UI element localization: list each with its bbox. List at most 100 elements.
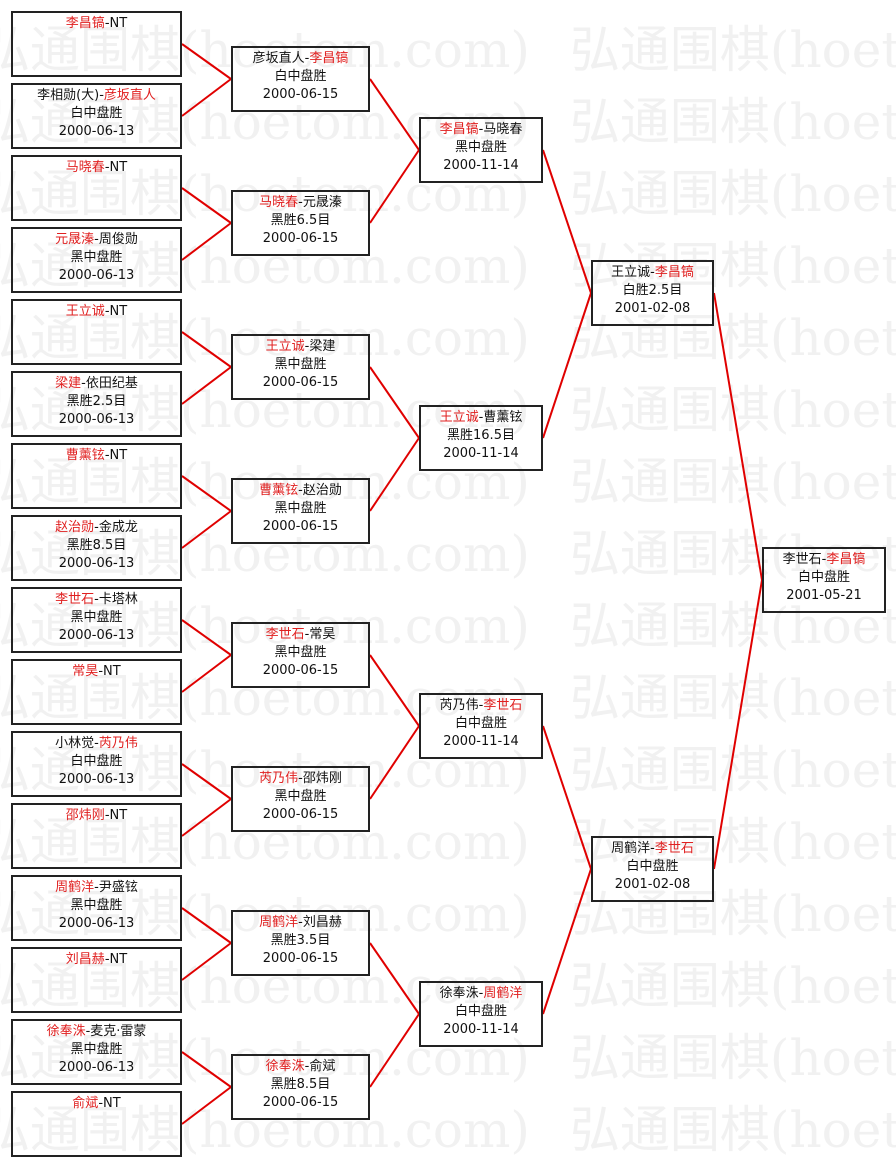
player-b: NT	[109, 160, 128, 175]
match-date: 2000-06-13	[58, 124, 135, 139]
player-a: 芮乃伟	[259, 771, 299, 786]
player-a: 曹薰铉	[259, 483, 299, 498]
player-a: 周鹤洋	[611, 841, 651, 856]
separator: -	[98, 664, 104, 679]
separator: -	[94, 520, 99, 535]
match-players: 李相勋(大)-彦坂直人	[13, 87, 180, 105]
separator: -	[98, 1096, 104, 1111]
connector-line	[181, 510, 232, 549]
match-date: 2000-06-13	[58, 268, 135, 283]
match-players: 马晓春-NT	[13, 159, 180, 177]
match-result: 白胜2.5目	[622, 283, 683, 298]
connector-line	[369, 78, 420, 151]
match-result: 黑中盘胜	[274, 501, 327, 516]
connector-line	[181, 1051, 232, 1088]
match-date: 2000-11-14	[443, 1022, 519, 1037]
match-result: 黑中盘胜	[454, 140, 507, 155]
player-b: NT	[109, 304, 128, 319]
match-players: 王立诚-李昌镐	[593, 264, 712, 282]
match-date: 2001-05-21	[786, 588, 862, 603]
connector-line	[369, 437, 420, 512]
player-a: 徐奉洙	[265, 1059, 305, 1074]
player-a: 徐奉洙	[439, 986, 479, 1001]
player-a: 李世石	[55, 592, 95, 607]
separator: -	[478, 122, 484, 137]
player-b: NT	[109, 808, 128, 823]
match-players: 马晓春-元晟溱	[233, 194, 368, 212]
player-a: 徐奉洙	[46, 1024, 86, 1039]
player-a: 常昊	[72, 664, 99, 679]
connector-line	[369, 366, 420, 439]
connector-line	[181, 366, 232, 405]
connector-line	[181, 78, 232, 117]
connector-line	[369, 654, 420, 727]
player-b: 刘昌赫	[302, 915, 342, 930]
match-players: 周鹤洋-李世石	[593, 840, 712, 858]
match-date: 2001-02-08	[614, 301, 691, 316]
match-players: 芮乃伟-李世石	[421, 697, 541, 715]
player-a: 梁建	[55, 376, 82, 391]
separator: -	[478, 986, 484, 1001]
match-date: 2000-06-15	[262, 231, 339, 246]
match-players: 常昊-NT	[13, 663, 180, 681]
player-b: 李昌镐	[654, 265, 694, 280]
connector-line	[542, 149, 592, 294]
separator: -	[650, 841, 655, 856]
separator: -	[304, 51, 310, 66]
player-a: 王立诚	[265, 339, 305, 354]
match-result: 黑胜3.5目	[270, 933, 331, 948]
connector-line	[181, 763, 232, 800]
match-players: 赵治勋-金成龙	[13, 519, 180, 537]
match-date: 2000-06-15	[262, 951, 339, 966]
match-box-round1: 李昌镐-NT	[11, 11, 182, 77]
separator: -	[104, 952, 110, 967]
match-date: 2000-06-15	[262, 519, 339, 534]
separator: -	[94, 736, 99, 751]
player-a: 李世石	[782, 552, 822, 567]
match-players: 小林觉-芮乃伟	[13, 735, 180, 753]
match-box-round4: 王立诚-李昌镐白胜2.5目 2001-02-08	[591, 260, 714, 326]
separator: -	[81, 376, 86, 391]
match-players: 王立诚-梁建	[233, 338, 368, 356]
player-b: 李昌镐	[309, 51, 349, 66]
player-a: 周鹤洋	[55, 880, 95, 895]
player-a: 马晓春	[259, 195, 299, 210]
player-b: 俞斌	[309, 1059, 336, 1074]
match-result: 黑胜16.5目	[447, 428, 515, 443]
match-result: 黑中盘胜	[70, 610, 123, 625]
match-result: 黑中盘胜	[70, 250, 123, 265]
player-a: 李相勋(大)	[37, 88, 100, 103]
connector-line	[181, 654, 232, 693]
player-b: 邵炜刚	[302, 771, 342, 786]
player-a: 王立诚	[65, 304, 105, 319]
connector-line	[542, 292, 592, 439]
player-a: 彦坂直人	[252, 51, 305, 66]
player-b: 周俊勋	[98, 232, 138, 247]
connector-line	[369, 149, 420, 224]
connector-line	[542, 868, 592, 1015]
separator: -	[85, 1024, 91, 1039]
connector-line	[369, 1013, 420, 1088]
match-result: 白中盘胜	[274, 69, 327, 84]
match-date: 2000-11-14	[443, 734, 519, 749]
match-box-round1: 王立诚-NT	[11, 299, 182, 365]
match-players: 俞斌-NT	[13, 1095, 180, 1113]
player-a: 王立诚	[611, 265, 651, 280]
player-b: 马晓春	[483, 122, 523, 137]
match-players: 曹薰铉-NT	[13, 447, 180, 465]
separator: -	[104, 160, 110, 175]
player-b: NT	[103, 1096, 121, 1111]
match-result: 白中盘胜	[626, 859, 679, 874]
player-a: 俞斌	[72, 1096, 99, 1111]
match-box-round1: 马晓春-NT	[11, 155, 182, 221]
connector-line	[181, 187, 232, 224]
connector-line	[181, 907, 232, 944]
player-b: 尹盛铉	[98, 880, 138, 895]
